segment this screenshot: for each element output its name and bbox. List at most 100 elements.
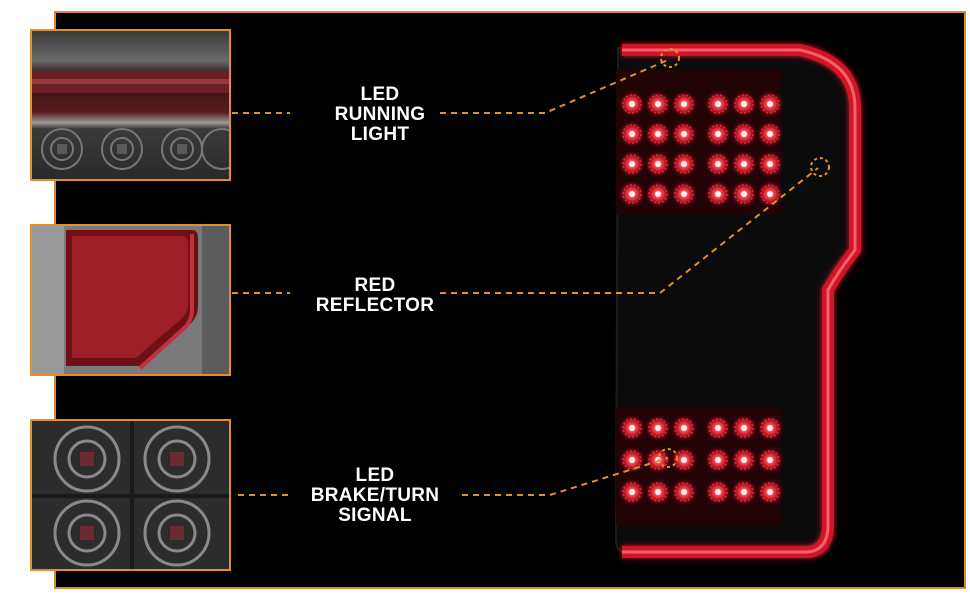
lower-led-cluster xyxy=(618,414,784,506)
led-core xyxy=(741,489,747,495)
led-core xyxy=(681,101,687,107)
led-core xyxy=(681,161,687,167)
led-core xyxy=(629,489,635,495)
led-ring xyxy=(760,184,780,204)
label-line: LED xyxy=(360,84,400,105)
led-core xyxy=(767,161,773,167)
led-ring xyxy=(674,154,694,174)
led-ring xyxy=(760,124,780,144)
led-ring xyxy=(674,450,694,470)
led-ring xyxy=(708,450,728,470)
led-ring xyxy=(708,94,728,114)
led-core xyxy=(741,457,747,463)
led-core xyxy=(629,191,635,197)
led-core xyxy=(681,191,687,197)
label-line: BRAKE/TURN xyxy=(310,485,440,506)
led-ring xyxy=(622,418,642,438)
led-ring xyxy=(734,418,754,438)
led-ring xyxy=(622,184,642,204)
led-ring xyxy=(734,450,754,470)
led-ring xyxy=(708,154,728,174)
led-core xyxy=(741,101,747,107)
reflector-label: RED REFLECTOR xyxy=(290,276,460,316)
led-ring xyxy=(734,184,754,204)
label-line: REFLECTOR xyxy=(315,295,435,316)
led-ring xyxy=(622,450,642,470)
callout-target-ring xyxy=(660,48,680,68)
led-core xyxy=(715,161,721,167)
reflector-thumbnail xyxy=(30,224,231,376)
led-core xyxy=(681,457,687,463)
led-ring xyxy=(760,418,780,438)
led-core xyxy=(715,191,721,197)
led-core xyxy=(767,425,773,431)
led-ring xyxy=(760,482,780,502)
led-core xyxy=(741,425,747,431)
led-ring xyxy=(760,154,780,174)
led-core xyxy=(715,489,721,495)
led-ring xyxy=(648,124,668,144)
led-core xyxy=(629,161,635,167)
led-core xyxy=(681,425,687,431)
led-ring xyxy=(674,184,694,204)
label-line: RUNNING xyxy=(334,104,426,125)
led-ring xyxy=(622,154,642,174)
led-ring xyxy=(674,418,694,438)
led-ring xyxy=(760,94,780,114)
upper-led-cluster xyxy=(618,90,784,208)
brake-turn-label: LED BRAKE/TURN SIGNAL xyxy=(290,466,460,526)
led-core xyxy=(741,161,747,167)
led-ring xyxy=(674,482,694,502)
led-core xyxy=(715,101,721,107)
label-line: SIGNAL xyxy=(338,505,412,526)
brake-turn-thumbnail xyxy=(30,419,231,571)
led-core xyxy=(629,425,635,431)
led-core xyxy=(655,425,661,431)
led-ring xyxy=(648,154,668,174)
led-core xyxy=(655,101,661,107)
led-ring xyxy=(622,94,642,114)
led-ring xyxy=(708,418,728,438)
led-ring xyxy=(648,450,668,470)
led-ring xyxy=(708,124,728,144)
led-ring xyxy=(648,418,668,438)
led-ring xyxy=(648,184,668,204)
led-ring xyxy=(708,184,728,204)
led-core xyxy=(767,191,773,197)
led-core xyxy=(629,131,635,137)
led-core xyxy=(715,131,721,137)
running-light-label: LED RUNNING LIGHT xyxy=(300,85,460,145)
callout-target-ring xyxy=(810,157,830,177)
led-core xyxy=(741,191,747,197)
led-ring xyxy=(674,124,694,144)
led-ring xyxy=(648,482,668,502)
led-core xyxy=(629,457,635,463)
led-core xyxy=(655,131,661,137)
led-core xyxy=(767,457,773,463)
running-light-thumbnail xyxy=(30,29,231,181)
led-ring xyxy=(734,482,754,502)
callout-target-ring xyxy=(658,448,678,468)
led-core xyxy=(681,489,687,495)
led-ring xyxy=(622,124,642,144)
led-ring xyxy=(708,482,728,502)
led-ring xyxy=(648,94,668,114)
led-ring xyxy=(734,154,754,174)
led-core xyxy=(681,131,687,137)
led-core xyxy=(715,425,721,431)
led-core xyxy=(741,131,747,137)
led-ring xyxy=(734,94,754,114)
led-core xyxy=(629,101,635,107)
led-core xyxy=(655,489,661,495)
led-ring xyxy=(674,94,694,114)
label-line: RED xyxy=(354,275,396,296)
label-line: LED xyxy=(355,465,395,486)
led-ring xyxy=(622,482,642,502)
led-core xyxy=(655,161,661,167)
led-core xyxy=(767,131,773,137)
label-line: LIGHT xyxy=(350,124,410,145)
led-core xyxy=(655,191,661,197)
led-ring xyxy=(760,450,780,470)
